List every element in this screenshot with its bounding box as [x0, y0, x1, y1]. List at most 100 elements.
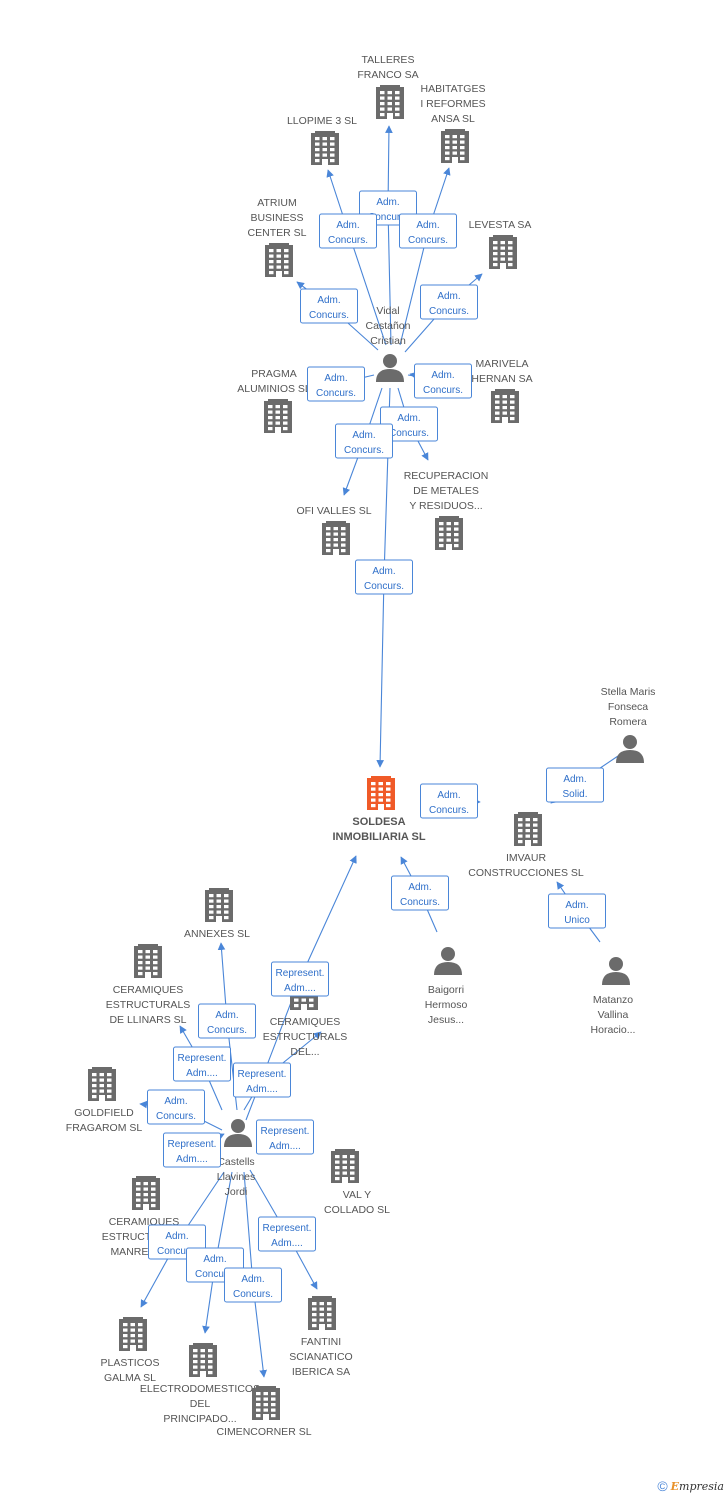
node-label: ESTRUCTURALS: [106, 999, 191, 1011]
edge-label-text: Represent.: [178, 1053, 227, 1064]
node-label: Fonseca: [608, 701, 648, 713]
edge-label-vidal-to-levesta[interactable]: Adm. Concurs.: [420, 284, 478, 320]
edge-label-text: Adm....: [246, 1084, 278, 1095]
edge-label-text: Adm.: [565, 900, 588, 911]
edge-label-vidal-to-soldesa[interactable]: Adm.Concurs.: [355, 559, 413, 595]
edge-label-text: Concurs.: [429, 805, 469, 816]
edge-label-box: [198, 1003, 256, 1039]
edge-label-vidal-to-marivela[interactable]: Adm. Concurs.: [414, 363, 472, 399]
node-annexes[interactable]: ANNEXES SL: [184, 888, 250, 940]
node-label: FRANCO SA: [357, 69, 418, 81]
edge-label-castells-to-valycollado[interactable]: Represent.Adm....: [256, 1119, 314, 1155]
edge-label-vidal-to-ofivalles[interactable]: Adm.Concurs.: [335, 423, 393, 459]
edge-label-text: Concurs.: [233, 1289, 273, 1300]
node-levesta[interactable]: LEVESTA SA: [469, 219, 532, 269]
edge-labels-layer: Adm. Concurs. Adm. Concurs. Adm. Concurs. Adm.…: [147, 190, 606, 1303]
edge-label-vidal-to-llopime[interactable]: Adm. Concurs.: [319, 213, 377, 249]
edge-label-vidal-to-habitatges[interactable]: Adm.Concurs.: [399, 213, 457, 249]
node-label: DEL...: [290, 1046, 319, 1058]
edge-label-box: [258, 1216, 316, 1252]
edge-label-castells-to-soldesa[interactable]: Represent.Adm....: [271, 961, 329, 997]
node-cimencorner[interactable]: CIMENCORNER SL: [216, 1386, 312, 1438]
edge-label-text: Adm.: [563, 774, 586, 785]
edge-label-text: Concurs.: [389, 428, 429, 439]
node-label: LLOPIME 3 SL: [287, 115, 357, 127]
node-llopime[interactable]: LLOPIME 3 SL: [287, 115, 357, 165]
edge-label-castells-to-annexes[interactable]: Adm.Concurs.: [198, 1003, 256, 1039]
edge-label-text: Adm.: [437, 291, 460, 302]
building-icon: [134, 944, 162, 978]
edge-label-text: Concurs.: [400, 897, 440, 908]
edge-label-vidal-to-atrium[interactable]: Adm.Concurs.: [300, 288, 358, 324]
edge-label-box: [173, 1046, 231, 1082]
node-label: Romera: [609, 716, 647, 728]
node-label: Hermoso: [425, 999, 468, 1011]
node-electro[interactable]: ELECTRODOMESTICOSDELPRINCIPADO...: [140, 1343, 260, 1425]
building-icon: [514, 812, 542, 846]
node-label: CERAMIQUES: [113, 984, 184, 996]
edge-label-vidal-to-recuperacion[interactable]: Adm.Concurs.: [380, 406, 438, 442]
edge-label-text: Concurs.: [429, 306, 469, 317]
edge-label-text: Adm....: [186, 1068, 218, 1079]
edge-label-castells-to-goldfield[interactable]: Adm.Concurs.: [147, 1089, 205, 1125]
node-label: DEL: [190, 1398, 211, 1410]
building-icon: [264, 399, 292, 433]
building-icon: [132, 1176, 160, 1210]
node-matanzo[interactable]: MatanzoVallinaHoracio...: [591, 957, 636, 1036]
edge-label-box: [271, 961, 329, 997]
edge-label-box: [414, 363, 472, 399]
edge-label-castells-to-fantini[interactable]: Represent.Adm....: [258, 1216, 316, 1252]
edge-label-stella-to-imvaur[interactable]: Adm.Solid.: [546, 767, 604, 803]
edge-label-text: Adm.: [352, 430, 375, 441]
edge-label-text: Concurs.: [207, 1025, 247, 1036]
edge-label-text: Adm.: [431, 370, 454, 381]
edge-label-imvaur-to-soldesa[interactable]: Adm.Concurs.: [420, 783, 478, 819]
edge-label-baigorri-to-soldesa[interactable]: Adm.Concurs.: [391, 875, 449, 911]
node-label: Stella Maris: [601, 686, 656, 698]
edge-label-text: Concurs.: [328, 235, 368, 246]
node-ofivalles[interactable]: OFI VALLES SL: [296, 505, 372, 555]
edge-label-castells-to-ceramanresa[interactable]: Represent.Adm....: [163, 1132, 221, 1168]
edge-label-text: Adm.: [241, 1274, 264, 1285]
edge-label-box: [319, 213, 377, 249]
edge-label-castells-to-ceramllinars[interactable]: Represent. Adm....: [173, 1046, 231, 1082]
edge-label-text: Concurs.: [408, 235, 448, 246]
edge-label-text: Adm.: [165, 1231, 188, 1242]
edge-label-castells-to-cimencorner[interactable]: Adm. Concurs.: [224, 1267, 282, 1303]
brand-logo[interactable]: Empresia: [670, 1479, 724, 1493]
edge-label-box: [147, 1089, 205, 1125]
edge-label-box: [420, 284, 478, 320]
node-label: ALUMINIOS SL: [237, 383, 311, 395]
node-label: ANSA SL: [431, 113, 475, 125]
edge-label-vidal-to-pragma[interactable]: Adm.Concurs.: [307, 366, 365, 402]
edge-label-text: Concurs.: [423, 385, 463, 396]
footer: © Empresia: [657, 1478, 724, 1494]
edge-label-text: Adm.: [336, 220, 359, 231]
edge-label-box: [233, 1062, 291, 1098]
node-label: Jordi: [225, 1186, 248, 1198]
node-baigorri[interactable]: BaigorriHermosoJesus...: [425, 947, 468, 1026]
node-label: Matanzo: [593, 994, 633, 1006]
edge-label-text: Concurs.: [364, 581, 404, 592]
node-label: CONSTRUCCIONES SL: [468, 867, 584, 879]
edge-label-castells-to-ceramdel[interactable]: Represent.Adm....: [233, 1062, 291, 1098]
edge-label-matanzo-to-imvaur[interactable]: Adm.Unico: [548, 893, 606, 929]
